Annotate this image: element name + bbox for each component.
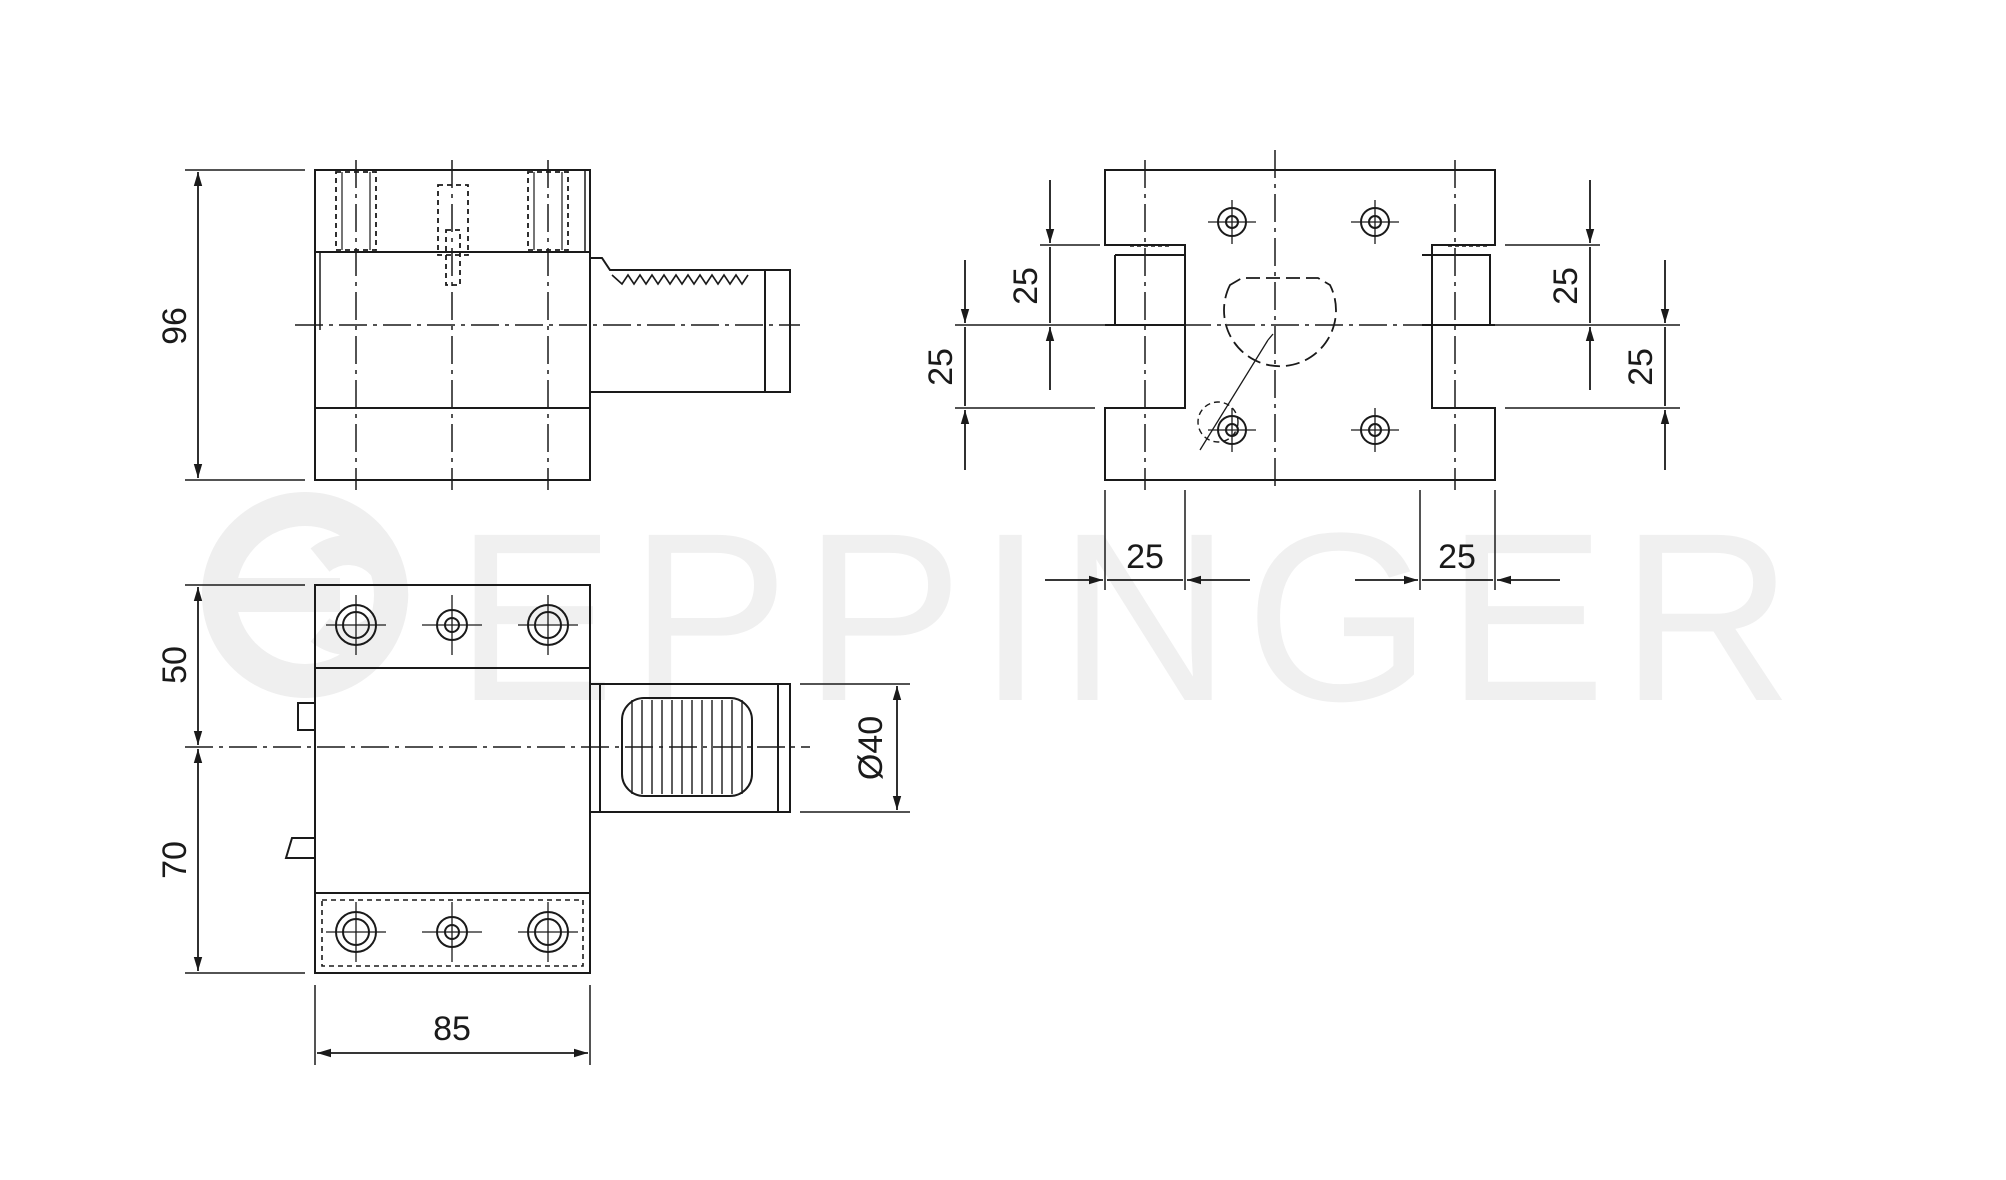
side-bottom-right-label: 25 xyxy=(1438,538,1476,576)
side-left-upper-label: 25 xyxy=(1007,267,1045,305)
watermark-text: EPPINGER xyxy=(455,483,1807,751)
side-bottom-left-label: 25 xyxy=(1126,538,1164,576)
eppinger-logo-icon xyxy=(202,492,409,698)
watermark: EPPINGER xyxy=(202,483,1807,751)
front-view xyxy=(185,160,800,490)
side-view-dimensions xyxy=(960,180,1670,585)
lower-dimension-label: 70 xyxy=(156,841,194,879)
side-left-lower-label: 25 xyxy=(922,348,960,386)
side-view xyxy=(955,150,1680,590)
side-right-lower-label: 25 xyxy=(1622,348,1660,386)
upper-dimension-label: 50 xyxy=(156,646,194,684)
width-dimension-label: 85 xyxy=(433,1010,471,1048)
side-right-upper-label: 25 xyxy=(1547,267,1585,305)
top-view xyxy=(185,584,910,1065)
height-dimension-label: 96 xyxy=(156,307,194,345)
diameter-dimension-label: Ø40 xyxy=(852,716,890,780)
